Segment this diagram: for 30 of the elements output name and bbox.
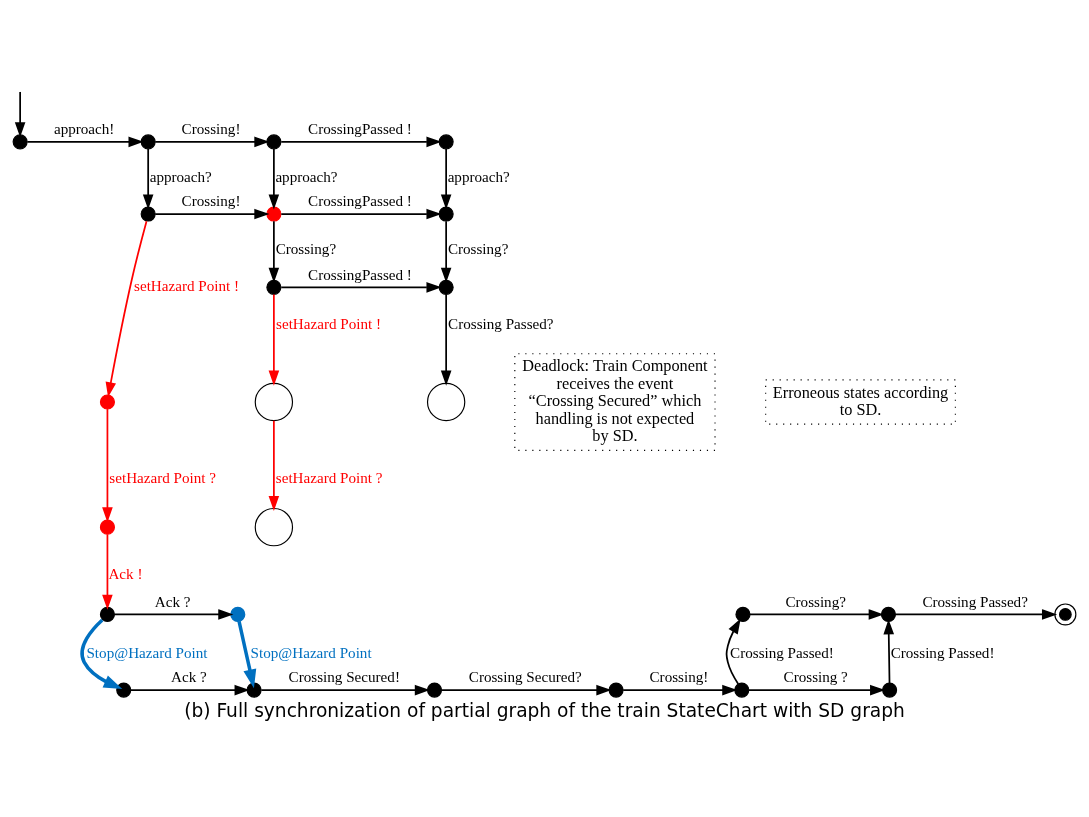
edge-label: Crossing? bbox=[447, 240, 509, 257]
edge-label: approach! bbox=[53, 120, 115, 137]
edge-label: setHazard Point ! bbox=[134, 277, 240, 294]
edge-label: Crossing Passed! bbox=[730, 644, 834, 661]
edge-label: CrossingPassed ! bbox=[308, 192, 412, 209]
edge-label: Crossing ? bbox=[783, 668, 848, 685]
edge-label: setHazard Point ? bbox=[109, 469, 217, 486]
edge-label: Stop@Hazard Point bbox=[86, 644, 208, 661]
edge-label: Crossing! bbox=[181, 192, 241, 209]
edge-label: Crossing? bbox=[275, 240, 337, 257]
edge-label: Stop@Hazard Point bbox=[250, 644, 372, 661]
edge-label: Crossing Passed? bbox=[922, 593, 1028, 610]
edge-label: approach? bbox=[447, 168, 510, 185]
edge-label: Ack ? bbox=[171, 668, 207, 685]
edge-label: CrossingPassed ! bbox=[308, 120, 412, 137]
edge-label: Crossing Secured? bbox=[468, 668, 582, 685]
edge-label: setHazard Point ! bbox=[276, 315, 382, 332]
edge-label: approach? bbox=[275, 168, 338, 185]
edge-label: approach? bbox=[149, 168, 212, 185]
edge-label: Ack ! bbox=[108, 565, 143, 582]
edge-label: Crossing Secured! bbox=[288, 668, 400, 685]
edge-label: Crossing Passed! bbox=[890, 644, 995, 661]
edge-label: Crossing! bbox=[181, 120, 241, 137]
edge-label: Crossing? bbox=[785, 593, 846, 610]
edge-label: Crossing! bbox=[649, 668, 709, 685]
edge-label: CrossingPassed ! bbox=[308, 266, 412, 283]
edge-label: setHazard Point ? bbox=[275, 469, 383, 486]
caption: (b) Full synchronization of partial graph of the train StateChart with SD graph bbox=[184, 699, 905, 721]
edge-label: Crossing Passed? bbox=[448, 315, 554, 332]
edge-label: Ack ? bbox=[154, 593, 191, 610]
